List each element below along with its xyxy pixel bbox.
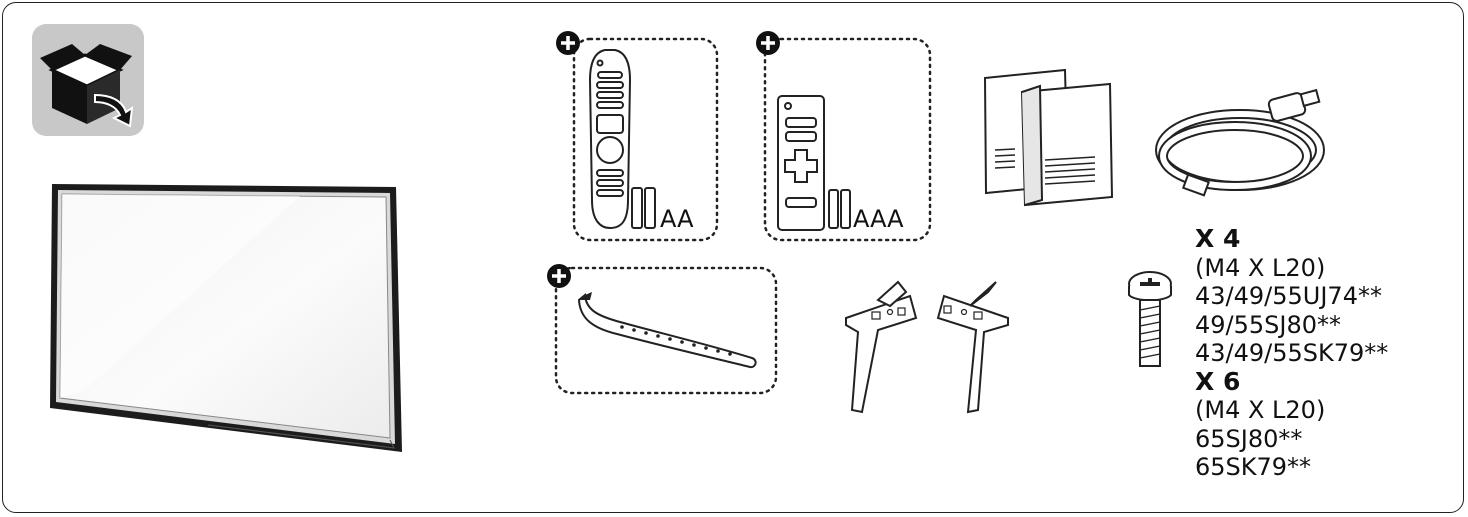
screw-size-1: (M4 X L20) xyxy=(1195,254,1388,283)
cable-holder-group xyxy=(547,264,776,393)
plus-circle-icon xyxy=(756,31,780,55)
aa-battery-label: AA xyxy=(660,205,694,233)
power-cord xyxy=(1160,90,1320,195)
aaa-batteries xyxy=(829,190,850,228)
tv-panel xyxy=(50,184,402,452)
model-list-item: 65SJ80** xyxy=(1195,425,1388,454)
model-list-item: 43/49/55SK79** xyxy=(1195,339,1388,368)
cable-holder xyxy=(579,292,756,367)
unpack-box-icon xyxy=(32,24,144,136)
aa-batteries xyxy=(632,188,655,228)
plus-circle-icon xyxy=(556,31,580,55)
aaa-battery-label: AAA xyxy=(853,205,904,233)
magic-remote xyxy=(590,50,630,228)
stand-legs xyxy=(846,282,1008,412)
screw-specification: X 4 (M4 X L20) 43/49/55UJ74** 49/55SJ80*… xyxy=(1195,225,1388,482)
basic-remote xyxy=(778,96,824,230)
plus-circle-icon xyxy=(547,264,571,288)
model-list-item: 43/49/55UJ74** xyxy=(1195,282,1388,311)
screw-size-2: (M4 X L20) xyxy=(1195,396,1388,425)
model-list-item: 65SK79** xyxy=(1195,453,1388,482)
model-list-item: 49/55SJ80** xyxy=(1195,311,1388,340)
screw-quantity-2: X 6 xyxy=(1195,368,1388,397)
screw-quantity-1: X 4 xyxy=(1195,225,1388,254)
stand-screw xyxy=(1129,272,1171,366)
owner-manuals xyxy=(985,70,1112,205)
